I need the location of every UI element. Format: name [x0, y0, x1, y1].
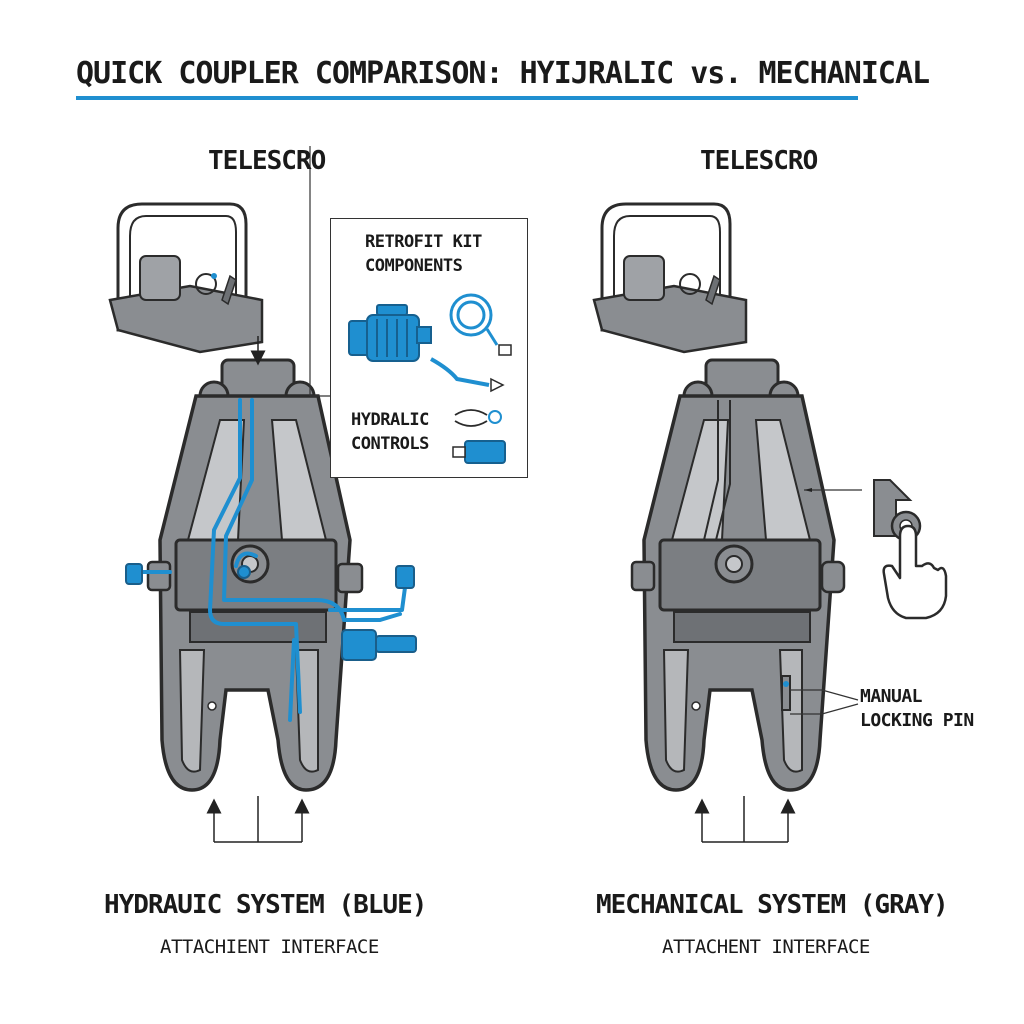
left-machine-label: TELESCRO — [208, 146, 326, 176]
locking-pin-label-line2: LOCKING PIN — [860, 710, 974, 731]
left-interface-label: ATTACHIENT INTERFACE — [160, 936, 379, 958]
control-wires-icon — [454, 409, 502, 427]
left-interface-arrows — [206, 796, 310, 843]
title-underline — [76, 96, 858, 100]
controls-label-line1: HYDRALIC — [351, 410, 429, 430]
right-system-label: MECHANICAL SYSTEM (GRAY) — [596, 890, 949, 920]
controls-label-line2: CONTROLS — [351, 434, 429, 454]
right-machine-label: TELESCRO — [700, 146, 818, 176]
right-interface-label: ATTACHENT INTERFACE — [662, 936, 870, 958]
locking-pin-leader — [790, 689, 859, 701]
left-system-label: HYDRAUIC SYSTEM (BLUE) — [104, 890, 427, 920]
left-hydraulic-fittings — [125, 563, 417, 661]
control-valve-icon — [452, 440, 506, 464]
page-title: QUICK COUPLER COMPARISON: HYIJRALIC vs. … — [76, 56, 930, 91]
right-cab-icon — [592, 202, 748, 354]
right-interface-arrows — [694, 796, 796, 843]
left-cab-icon — [108, 202, 264, 354]
right-coupler-body — [630, 358, 846, 792]
retrofit-components-art — [348, 293, 512, 464]
retrofit-heading-line2: COMPONENTS — [365, 256, 463, 276]
hose-coil-icon — [449, 293, 499, 346]
left-hydraulic-lines — [130, 398, 408, 722]
retrofit-kit-panel: RETROFIT KIT COMPONENTS — [330, 218, 528, 478]
retrofit-heading-line1: RETROFIT KIT — [365, 232, 482, 252]
pointing-hand-icon — [882, 524, 948, 620]
hydraulic-pump-icon — [348, 304, 505, 393]
locking-pin-label-line1: MANUAL — [860, 686, 923, 707]
